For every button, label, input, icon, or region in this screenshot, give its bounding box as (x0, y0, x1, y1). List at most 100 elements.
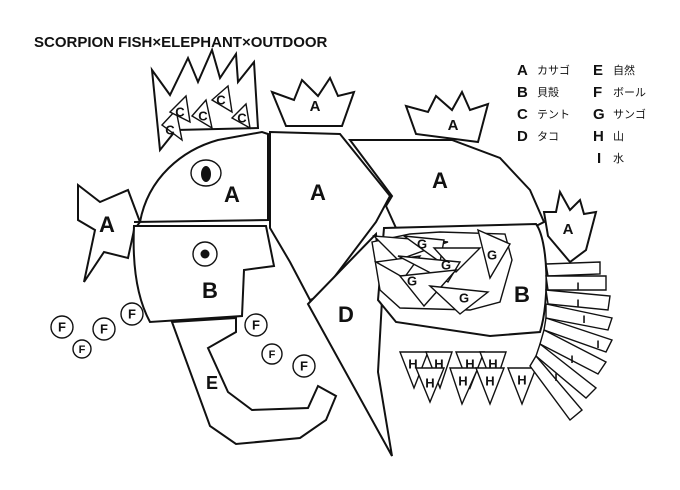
svg-text:自然: 自然 (613, 63, 635, 77)
top-crown-a-region (270, 75, 356, 127)
svg-text:テント: テント (537, 108, 570, 121)
svg-text:E: E (593, 62, 603, 79)
crown-c-triangle (160, 108, 184, 142)
svg-text:貝殻: 貝殻 (537, 85, 559, 99)
face-b-region (132, 225, 276, 324)
svg-text:B: B (517, 84, 528, 101)
legend-item-e: E 自然 (593, 62, 635, 79)
region-label-h: H (458, 373, 467, 388)
region-label-i: I (596, 339, 599, 351)
ball-f: F (261, 343, 283, 365)
svg-text:水: 水 (613, 152, 624, 165)
region-label-c: C (237, 110, 247, 125)
region-label-h: H (408, 356, 417, 371)
region-label-a: A (563, 221, 574, 238)
eye-small-pupil (200, 249, 210, 259)
region-label-h: H (434, 356, 443, 371)
svg-text:G: G (593, 106, 605, 123)
water-i-strip (539, 328, 608, 375)
ball-f: F (244, 313, 268, 337)
water-i-fan (529, 261, 613, 422)
svg-text:F: F (100, 321, 108, 336)
region-label-a: A (310, 180, 326, 205)
svg-text:山: 山 (613, 130, 624, 143)
region-label-h: H (465, 356, 474, 371)
water-i-strip (545, 275, 607, 291)
region-label-a: A (310, 98, 321, 115)
ball-f: F (292, 354, 316, 378)
region-label-i: I (570, 354, 573, 366)
svg-text:H: H (593, 128, 604, 145)
svg-text:タコ: タコ (537, 130, 559, 143)
region-label-g: G (417, 236, 427, 251)
region-label-i: I (582, 314, 585, 326)
eye-pupil (201, 166, 211, 182)
legend-item-g: G サンゴ (593, 106, 646, 123)
svg-text:D: D (517, 128, 528, 145)
region-label-i: I (576, 281, 579, 293)
region-label-a: A (432, 168, 448, 193)
svg-text:サンゴ: サンゴ (613, 107, 646, 121)
ball-f: F (120, 302, 144, 326)
region-label-a: A (448, 117, 459, 134)
region-label-c: C (216, 92, 226, 107)
coral-g-triangle (427, 285, 490, 315)
region-label-h: H (425, 375, 434, 390)
left-fin-region (77, 182, 142, 283)
crown-c-triangle (168, 94, 191, 124)
water-i-strip (545, 261, 601, 277)
water-i-strip (545, 289, 611, 311)
region-label-c: C (165, 122, 175, 137)
mountain-h-triangle (449, 367, 480, 406)
legend-item-b: B 貝殻 (517, 84, 559, 101)
water-i-strip (535, 342, 598, 399)
mountain-h-triangle (506, 367, 538, 406)
mountain-h-triangle (414, 367, 446, 404)
ball-f: F (92, 317, 116, 341)
region-label-g: G (459, 290, 469, 305)
svg-text:F: F (128, 306, 136, 321)
legend-item-f: F ボール (593, 84, 646, 101)
svg-text:F: F (269, 349, 276, 361)
region-label-g: G (487, 247, 497, 262)
legend-item-d: D タコ (517, 128, 559, 145)
svg-text:F: F (79, 344, 86, 356)
legend: A カサゴ B 貝殻 C テント D タコ E 自然 F ボール G サンゴ H (517, 62, 646, 167)
svg-text:F: F (58, 319, 66, 334)
water-i-strip (543, 317, 613, 353)
region-label-a: A (224, 182, 240, 207)
legend-item-c: C テント (517, 106, 570, 123)
right-crown-a-region (404, 89, 490, 144)
svg-text:F: F (593, 84, 602, 101)
legend-item-h: H 山 (593, 128, 624, 145)
svg-text:A: A (517, 62, 528, 79)
svg-text:F: F (252, 317, 260, 332)
region-label-b: B (514, 282, 530, 307)
svg-text:カサゴ: カサゴ (537, 63, 570, 77)
crown-c-triangle (190, 98, 214, 130)
region-label-h: H (485, 373, 494, 388)
region-label-i: I (554, 372, 557, 384)
region-label-h: H (488, 356, 497, 371)
crown-c-triangle (210, 84, 233, 114)
crown-c-triangle (230, 102, 251, 130)
region-label-a: A (99, 212, 115, 237)
tail-fin-a-region (542, 189, 598, 264)
water-i-strip (529, 354, 583, 422)
mountain-h-triangle (474, 367, 506, 406)
legend-item-a: A カサゴ (517, 62, 570, 79)
tentacle-d-region (306, 231, 393, 457)
svg-text:ボール: ボール (613, 86, 646, 99)
water-i-strip (545, 303, 613, 331)
ball-f: F (72, 339, 92, 359)
region-label-g: G (407, 273, 417, 288)
svg-text:I: I (597, 150, 601, 167)
svg-text:F: F (300, 358, 308, 373)
trunk-e-region (170, 316, 338, 446)
svg-text:C: C (517, 106, 528, 123)
ball-f: F (50, 315, 74, 339)
page-title: SCORPION FISH×ELEPHANT×OUTDOOR (34, 34, 328, 51)
region-label-h: H (517, 372, 526, 387)
region-label-g: G (441, 257, 451, 272)
